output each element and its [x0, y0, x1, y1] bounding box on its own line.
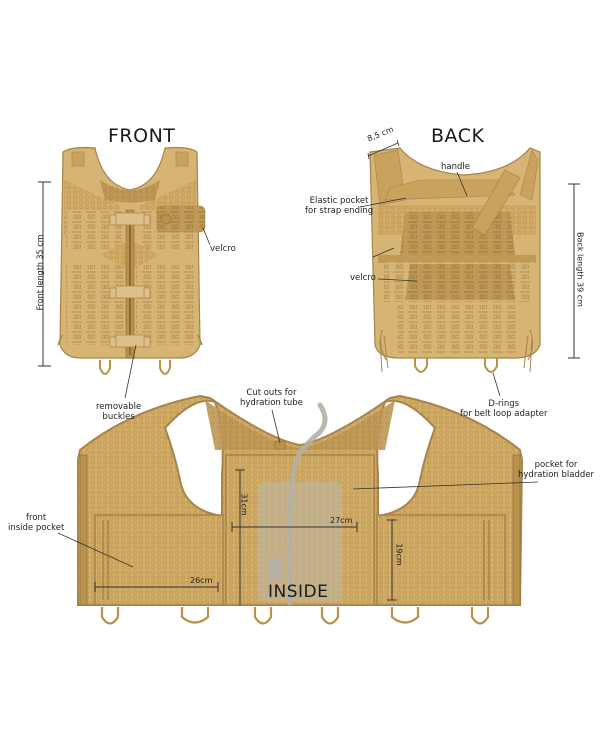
inside-dimension-lines: [94, 469, 397, 605]
hydration-pocket-line1: pocket for: [534, 460, 578, 470]
d-rings-line1: D-rings: [488, 399, 520, 409]
buckles-leader: [124, 344, 137, 399]
bladder-height-label: 31cm: [239, 493, 249, 516]
back-velcro-label: velcro: [350, 273, 376, 283]
inside-title: INSIDE: [268, 582, 329, 602]
side-pocket-height-label: 19cm: [394, 543, 404, 566]
front-inside-pocket-line2: inside pocket: [8, 522, 65, 533]
back-callout-leaders: [359, 171, 501, 397]
handle-label: handle: [441, 162, 470, 172]
hydration-pocket-line2: hydration bladder: [518, 469, 594, 480]
front-title: FRONT: [108, 125, 176, 147]
front-length-label: Front length 35 cm: [35, 234, 45, 311]
back-length-label: Back length 39 cm: [575, 232, 585, 307]
cut-outs-line2: hydration tube: [240, 397, 303, 408]
elastic-pocket-line1: Elastic pocket: [309, 196, 369, 206]
front-velcro-leader: [202, 227, 211, 246]
pocket-width-label: 26cm: [190, 576, 213, 585]
front-inside-pocket-label: front inside pocket: [8, 513, 65, 534]
d-rings-label: D-rings for belt loop adapter: [460, 399, 548, 420]
front-length-dimension-line: [38, 181, 51, 367]
back-vest: [369, 147, 541, 373]
removable-buckles-line2: buckles: [102, 411, 135, 422]
inside-callout-leaders: [57, 409, 539, 568]
cut-outs-label: Cut outs for hydration tube: [240, 388, 303, 409]
hydration-bladder-pocket-label: pocket for hydration bladder: [518, 460, 594, 481]
removable-buckles-line1: removable: [96, 402, 142, 412]
front-velcro-label: velcro: [210, 244, 236, 254]
back-length-dimension-line: [568, 183, 580, 359]
front-inside-pocket-line1: front: [26, 513, 47, 523]
front-vest: [57, 146, 206, 375]
elastic-pocket-label: Elastic pocket for strap ending: [305, 196, 374, 217]
d-rings-line2: for belt loop adapter: [460, 408, 548, 419]
cut-outs-line1: Cut outs for: [246, 388, 297, 398]
elastic-pocket-line2: for strap ending: [305, 205, 374, 216]
bladder-width-label: 27cm: [330, 516, 353, 525]
back-title: BACK: [431, 125, 485, 147]
removable-buckles-label: removable buckles: [96, 402, 142, 423]
strap-width-dimension-line: [367, 139, 400, 160]
